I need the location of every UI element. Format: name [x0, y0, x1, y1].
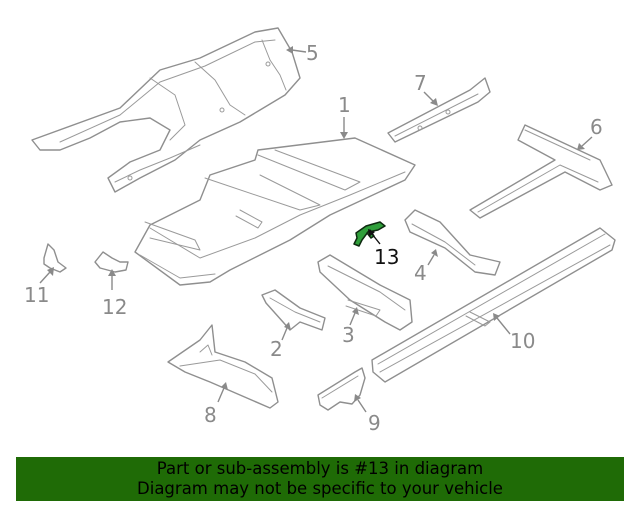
part-7-rail	[387, 77, 491, 143]
callout-5: 5	[306, 41, 319, 65]
part-5-front-frame	[31, 27, 301, 193]
callout-10: 10	[510, 329, 535, 353]
callout-6: 6	[590, 115, 603, 139]
parts-diagram: 1 2 3 4 5 6 7 8 9 10 11 12 13	[24, 27, 616, 435]
callout-13: 13	[374, 245, 399, 269]
part-4-bracket	[404, 209, 501, 276]
callout-11: 11	[24, 283, 49, 307]
part-11-clip	[43, 243, 67, 273]
part-6-crossmember	[469, 124, 613, 219]
callout-8: 8	[204, 403, 217, 427]
part-9-rear-piece	[317, 367, 366, 411]
callout-2: 2	[270, 337, 283, 361]
part-3-member	[317, 254, 413, 331]
callout-1: 1	[338, 93, 351, 117]
callout-4: 4	[414, 261, 427, 285]
part-1-floor-pan	[134, 137, 416, 286]
callout-3: 3	[342, 323, 355, 347]
part-2-small-bracket	[261, 289, 326, 331]
leader-lines	[39, 46, 593, 413]
part-8-rear-bracket	[167, 324, 279, 409]
callout-7: 7	[414, 71, 427, 95]
callout-labels: 1 2 3 4 5 6 7 8 9 10 11 12 13	[24, 41, 603, 435]
info-banner: Part or sub-assembly is #13 in diagram D…	[16, 457, 624, 501]
banner-line-2: Diagram may not be specific to your vehi…	[137, 479, 503, 498]
part-12-clip	[94, 251, 129, 273]
part-10-rocker-panel	[371, 227, 616, 383]
callout-9: 9	[368, 411, 381, 435]
callout-12: 12	[102, 295, 127, 319]
banner-line-1: Part or sub-assembly is #13 in diagram	[156, 459, 484, 478]
